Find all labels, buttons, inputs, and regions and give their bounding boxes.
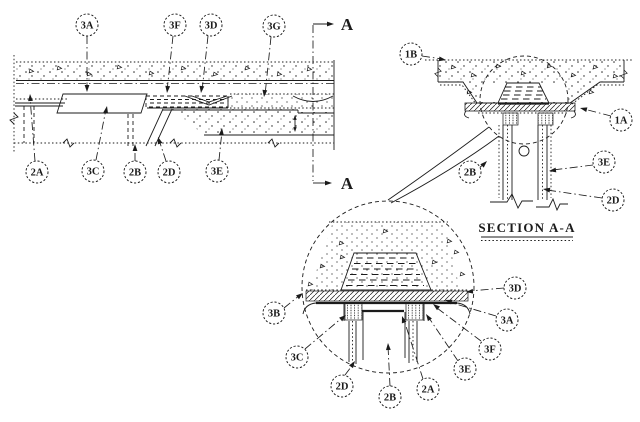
svg-text:1A: 1A [615,116,628,127]
pipe-break-icon [490,193,568,212]
svg-text:2D: 2D [336,382,349,393]
svg-text:3B: 3B [268,309,280,320]
section-membrane [440,84,624,105]
callout-plan-3F: 3F [163,13,187,37]
callout-detail-2B: 2B [378,385,402,409]
svg-text:1B: 1B [405,50,417,61]
section-title-text: SECTION A-A [478,220,575,235]
detail-drain-pipe [348,312,418,364]
callout-detail-2D: 2D [330,374,354,398]
section-drain-pipe [490,125,568,212]
detail-flange-hooks [302,302,471,315]
section-title: SECTION A-A [478,220,575,241]
cut-letter-bottom: A [341,174,354,193]
detail-wedge-leader [387,126,500,204]
callout-plan-3A: 3A [75,13,99,37]
section-view: 1B 1A 2B 3E 2D SECTION A-A [387,42,633,241]
detail-reference-circle [479,55,569,145]
leader-arrow-icon [84,85,90,92]
svg-text:3E: 3E [459,365,471,376]
svg-text:3F: 3F [169,21,181,32]
svg-text:2D: 2D [163,168,176,179]
cut-letter-top: A [341,15,354,34]
callout-label: 3A [81,21,94,32]
plan-hidden-pipe-lines [23,106,35,143]
section-weep-hole [518,145,530,157]
callout-section-2B: 2B [458,160,482,184]
callout-plan-2A: 2A [25,160,49,184]
detail-clamp-right [405,302,424,321]
callout-plan-2D: 2D [157,160,181,184]
section-clamp-right [537,112,554,126]
plan-cover-plate [56,93,148,114]
callout-detail-3C: 3C [285,345,309,369]
callout-section-1A: 1A [609,108,633,132]
callout-plan-3D: 3D [199,13,223,37]
section-flange-hooks [464,110,576,119]
detail-slab-stipple [310,222,460,290]
detail-circle [301,200,475,374]
svg-text:3G: 3G [267,22,280,33]
plan-thickness-dimension [293,115,297,132]
svg-text:2A: 2A [422,385,435,396]
callout-detail-3F: 3F [478,337,502,361]
plan-insulation-band [230,94,334,107]
svg-text:3C: 3C [87,167,100,178]
svg-text:2B: 2B [384,393,396,404]
svg-text:3D: 3D [509,284,522,295]
detail-strainer-dome [340,252,432,291]
cut-arrow-bottom-icon [325,180,332,186]
svg-text:3C: 3C [291,353,304,364]
plan-slab-stipple [16,63,334,80]
callout-detail-3D: 3D [503,276,527,300]
callout-detail-3A: 3A [495,308,519,332]
detail-clamp-left [344,302,363,321]
svg-text:2A: 2A [31,168,44,179]
plan-dip-arc [292,95,334,102]
section-clamp-left [502,112,519,126]
section-cut-line: A A [312,15,354,193]
plan-taper-lines [145,108,173,147]
plan-leaders [27,35,272,162]
callout-detail-3B: 3B [262,301,286,325]
callout-section-1B: 1B [399,42,423,66]
detail-view: 3B 3C 2D 2B 2A 3E 3F 3A 3D [262,200,527,409]
callout-detail-2A: 2A [416,377,440,401]
svg-text:3E: 3E [598,158,610,169]
callout-plan-3E: 3E [205,159,229,183]
svg-text:3E: 3E [211,167,223,178]
svg-text:3D: 3D [205,21,218,32]
detail-leaders [283,287,505,387]
svg-text:2D: 2D [607,196,620,207]
cut-arrow-top-icon [327,21,334,27]
svg-text:3F: 3F [484,345,496,356]
callout-plan-2B: 2B [123,160,147,184]
callout-section-2D: 2D [601,188,625,212]
svg-text:2B: 2B [464,168,476,179]
plan-funnel-lines [184,95,233,106]
plan-strainer-plate [145,95,229,108]
svg-text:3A: 3A [501,316,514,327]
plan-view: 3A 3F 3D 3G 2A 3C 2B 2D 3E [9,13,335,184]
callout-detail-3E: 3E [453,357,477,381]
detail-flange [305,290,469,302]
callout-plan-3C: 3C [81,159,105,183]
callout-plan-3G: 3G [262,14,286,38]
callout-section-3E: 3E [592,150,616,174]
plan-lower-band-stipple [172,109,334,135]
svg-text:2B: 2B [129,168,141,179]
